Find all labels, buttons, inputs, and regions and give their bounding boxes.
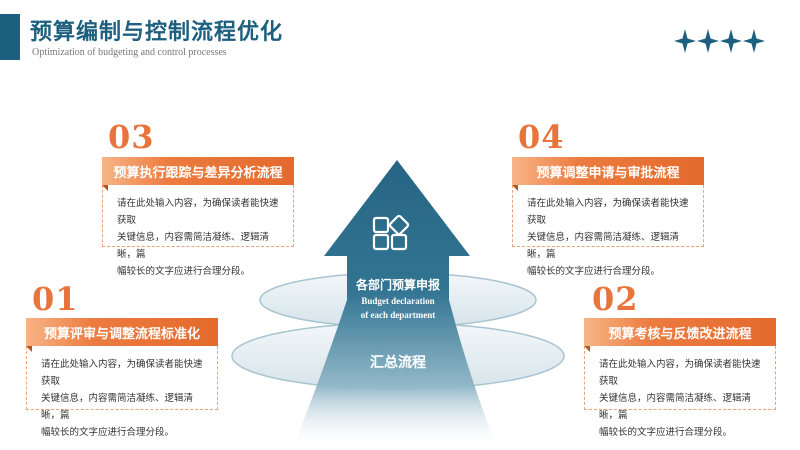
block-01-line-1: 请在此处输入内容，为确保读者能快速获取 — [41, 359, 203, 387]
block-01-line-2: 关键信息，内容需简洁凝练、逻辑清晰，篇 — [41, 393, 194, 421]
grid-apps-icon — [372, 214, 410, 251]
page-subtitle: Optimization of budgeting and control pr… — [32, 47, 227, 58]
center-label-en-1: Budget declaration — [361, 296, 435, 306]
block-01-line-3: 幅较长的文字应进行合理分段。 — [41, 427, 175, 438]
block-04-line-1: 请在此处输入内容，为确保读者能快速获取 — [527, 198, 689, 226]
block-02-line-3: 幅较长的文字应进行合理分段。 — [599, 427, 733, 438]
block-01-number: 01 — [32, 280, 79, 318]
block-01-heading: 预算评审与调整流程标准化 — [26, 318, 218, 352]
block-03-heading: 预算执行跟踪与差异分析流程 — [102, 157, 294, 191]
center-label-en-2: of each department — [360, 310, 436, 320]
block-02-number: 02 — [592, 280, 639, 318]
title-accent-bar — [0, 14, 20, 60]
star-icon — [674, 29, 696, 53]
block-02-line-1: 请在此处输入内容，为确保读者能快速获取 — [599, 359, 761, 387]
block-03-body: 请在此处输入内容，为确保读者能快速获取 关键信息，内容需简洁凝练、逻辑清晰，篇 … — [102, 185, 294, 277]
block-04-body: 请在此处输入内容，为确保读者能快速获取 关键信息，内容需简洁凝练、逻辑清晰，篇 … — [512, 185, 704, 277]
page-title: 预算编制与控制流程优化 — [30, 19, 284, 45]
star-icon — [697, 29, 719, 53]
block-02-body: 请在此处输入内容，为确保读者能快速获取 关键信息，内容需简洁凝练、逻辑清晰，篇 … — [584, 346, 776, 438]
block-02-line-2: 关键信息，内容需简洁凝练、逻辑清晰，篇 — [599, 393, 752, 421]
block-04-line-2: 关键信息，内容需简洁凝练、逻辑清晰，篇 — [527, 232, 680, 260]
block-04-heading: 预算调整申请与审批流程 — [512, 157, 704, 191]
star-icon — [720, 29, 742, 53]
block-03-number: 03 — [108, 118, 155, 156]
block-04-line-3: 幅较长的文字应进行合理分段。 — [527, 266, 661, 277]
block-01-body: 请在此处输入内容，为确保读者能快速获取 关键信息，内容需简洁凝练、逻辑清晰，篇 … — [26, 346, 218, 438]
center-label-cn: 各部门预算申报 — [355, 278, 440, 292]
stars-decoration — [674, 29, 765, 53]
block-03-line-2: 关键信息，内容需简洁凝练、逻辑清晰，篇 — [117, 232, 270, 260]
star-icon — [743, 29, 765, 53]
block-03-line-3: 幅较长的文字应进行合理分段。 — [117, 266, 251, 277]
block-03-line-1: 请在此处输入内容，为确保读者能快速获取 — [117, 198, 279, 226]
center-bottom-label: 汇总流程 — [370, 355, 426, 371]
block-04-number: 04 — [518, 118, 565, 156]
arrow-shape — [292, 160, 498, 450]
block-02-heading: 预算考核与反馈改进流程 — [584, 318, 776, 352]
